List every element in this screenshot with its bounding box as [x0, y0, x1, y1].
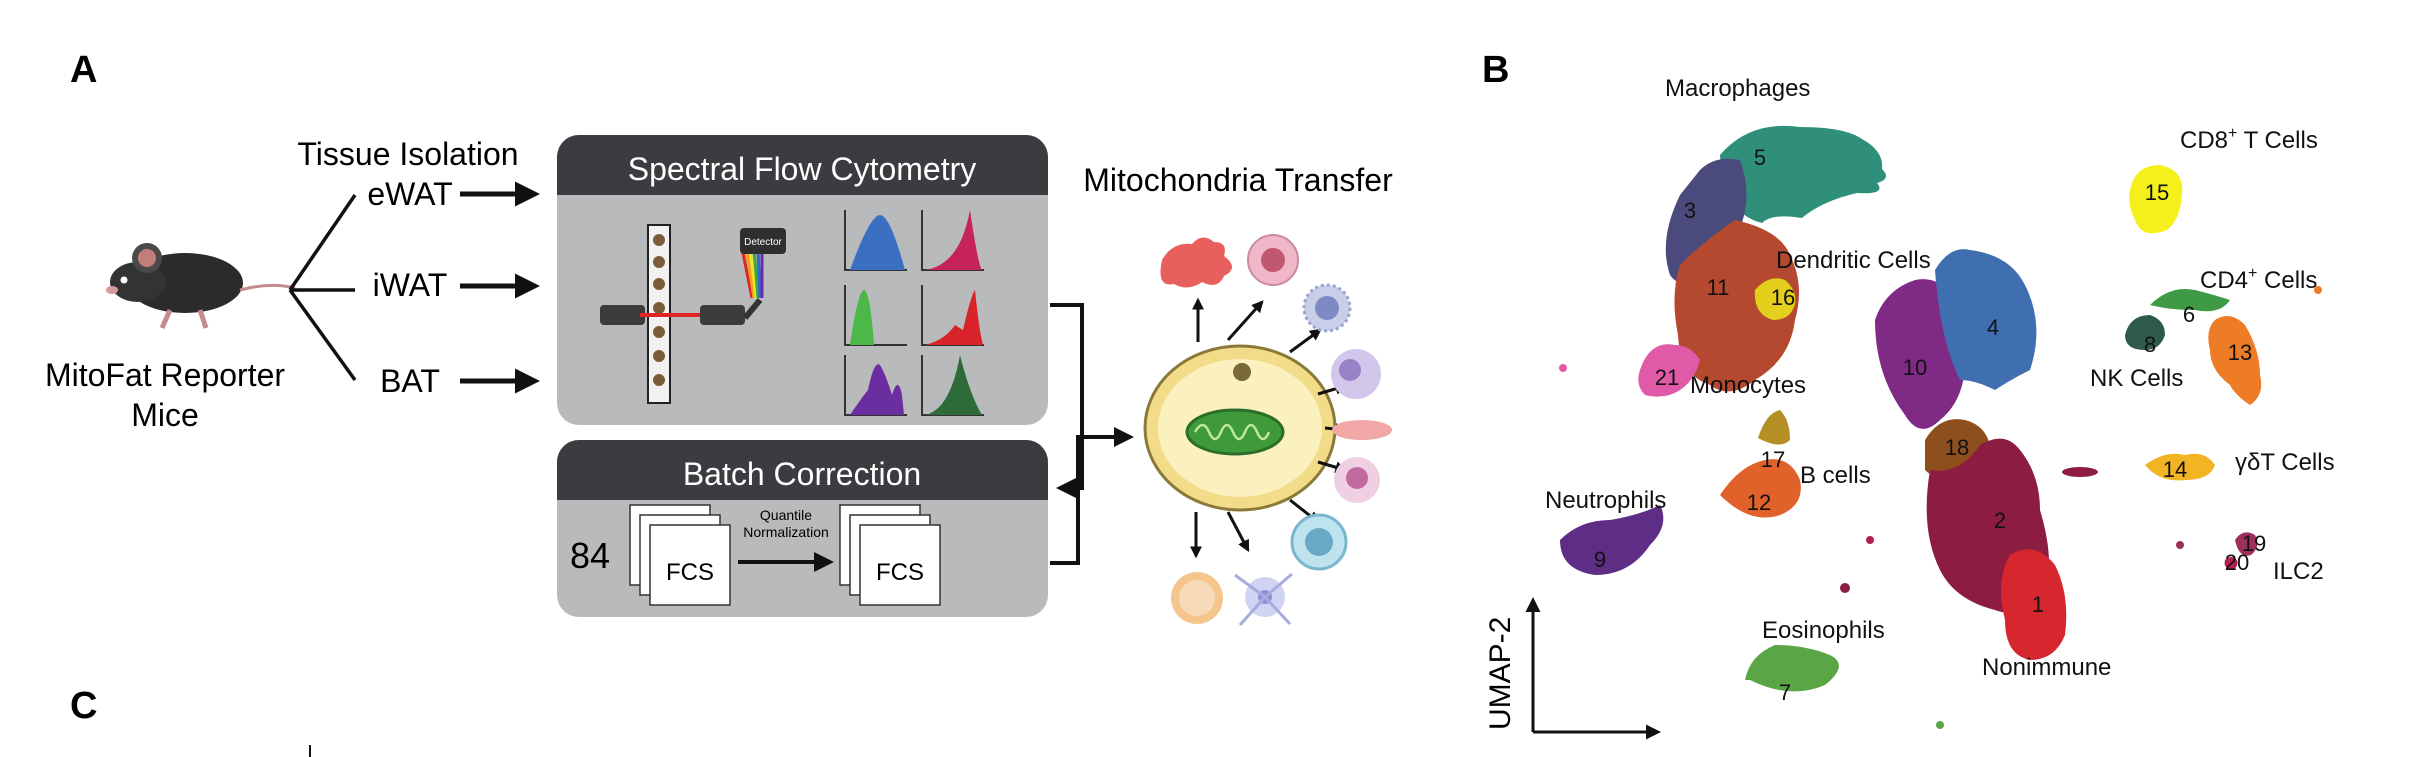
cluster-15: [2129, 165, 2183, 234]
label-nk-cells: NK Cells: [2090, 365, 2183, 392]
label-ilc2: ILC2: [2273, 558, 2324, 585]
cluster-label-14: 14: [2163, 457, 2187, 482]
tissue-arrows: [460, 181, 540, 394]
cluster-label-8: 8: [2144, 332, 2156, 357]
tissue-isolation-header: Tissue Isolation: [297, 136, 518, 172]
panel-label-b: B: [1482, 49, 1509, 91]
connector-spectral-to-batch: [1050, 303, 1084, 498]
panel-label-a: A: [70, 49, 97, 91]
cluster-label-11: 11: [1707, 275, 1730, 300]
label-cd4-cells: CD4+ Cells: [2200, 265, 2317, 294]
normalization-line2: Normalization: [743, 524, 829, 540]
sample-count: 84: [570, 535, 610, 576]
cluster-11: [1674, 220, 1799, 392]
cluster-12: [1720, 459, 1801, 518]
tissue-branches: [288, 194, 357, 382]
label-cd8-t-cells: CD8+ T Cells: [2180, 125, 2318, 154]
cluster-8: [2125, 315, 2165, 350]
cluster-1: [2001, 549, 2067, 660]
cluster-6: [2150, 289, 2230, 312]
cluster-5: [1720, 125, 1886, 223]
label-gd-t-cells: γδT Cells: [2235, 449, 2335, 476]
cluster-17: [1758, 410, 1790, 445]
cluster-label-13: 13: [2228, 340, 2252, 365]
cluster-label-12: 12: [1747, 490, 1771, 515]
cluster-19: [2235, 532, 2258, 556]
umap-axes: [1525, 597, 1661, 740]
cluster-13: [2208, 316, 2262, 405]
umap-y-axis-label: UMAP-2: [1484, 617, 1517, 730]
fcs-label-before: FCS: [666, 559, 714, 586]
cluster-label-18: 18: [1945, 435, 1969, 460]
cluster-label-2: 2: [1994, 508, 2006, 533]
mouse-illustration: [106, 243, 296, 330]
label-b-cells: B cells: [1800, 462, 1871, 489]
cluster-label-3: 3: [1684, 198, 1696, 223]
cluster-16: [1754, 278, 1796, 320]
cluster-7: [1745, 645, 1839, 692]
label-dendritic-cells: Dendritic Cells: [1776, 247, 1931, 274]
cluster-9: [1560, 505, 1664, 575]
mouse-label-line2: Mice: [131, 397, 199, 433]
cell-type-labels: Macrophages Dendritic Cells Monocytes Ne…: [1545, 75, 2335, 681]
tissue-bat: BAT: [380, 363, 440, 399]
label-macrophages: Macrophages: [1665, 75, 1810, 102]
recipient-cells: [1160, 234, 1392, 626]
detector-label: Detector: [744, 237, 782, 248]
spectral-flow-title: Spectral Flow Cytometry: [628, 151, 977, 187]
cluster-label-10: 10: [1903, 355, 1927, 380]
label-monocytes: Monocytes: [1690, 372, 1806, 399]
cluster-label-21: 21: [1655, 365, 1679, 390]
connector-batch-to-transfer: [1050, 427, 1134, 565]
mitochondria-transfer-title: Mitochondria Transfer: [1083, 162, 1393, 198]
cluster-label-17: 17: [1761, 447, 1785, 472]
umap-clusters: [1559, 125, 2322, 729]
cluster-14: [2145, 453, 2215, 481]
cluster-20: [2224, 557, 2238, 570]
cluster-4: [1935, 249, 2037, 390]
cluster-label-6: 6: [2183, 302, 2195, 327]
normalization-line1: Quantile: [760, 507, 812, 523]
tissue-ewat: eWAT: [367, 176, 452, 212]
batch-correction-box: Batch Correction 84 FCS Quantile Normali…: [557, 440, 1048, 617]
fcs-label-after: FCS: [876, 559, 924, 586]
cluster-label-15: 15: [2145, 180, 2169, 205]
cluster-label-9: 9: [1594, 547, 1606, 572]
central-mito-cell: [1143, 344, 1337, 512]
cluster-number-labels: 5 3 11 16 21 10 4 18 2 1 15 6 8 13 14 19…: [1594, 145, 2266, 705]
label-neutrophils: Neutrophils: [1545, 487, 1666, 514]
cluster-label-7: 7: [1779, 680, 1791, 705]
mouse-label-line1: MitoFat Reporter: [45, 357, 285, 393]
label-nonimmune: Nonimmune: [1982, 654, 2111, 681]
tissue-iwat: iWAT: [373, 267, 448, 303]
spectral-flow-box: Spectral Flow Cytometry Detector: [557, 135, 1048, 425]
cluster-label-1: 1: [2032, 592, 2044, 617]
cluster-21: [1638, 344, 1700, 397]
cluster-label-19: 19: [2242, 531, 2266, 556]
panel-label-c: C: [70, 685, 97, 727]
cluster-label-4: 4: [1987, 315, 1999, 340]
cluster-label-5: 5: [1754, 145, 1766, 170]
batch-correction-title: Batch Correction: [683, 456, 921, 492]
label-eosinophils: Eosinophils: [1762, 617, 1885, 644]
cluster-label-16: 16: [1771, 285, 1795, 310]
cluster-label-20: 20: [2225, 550, 2249, 575]
